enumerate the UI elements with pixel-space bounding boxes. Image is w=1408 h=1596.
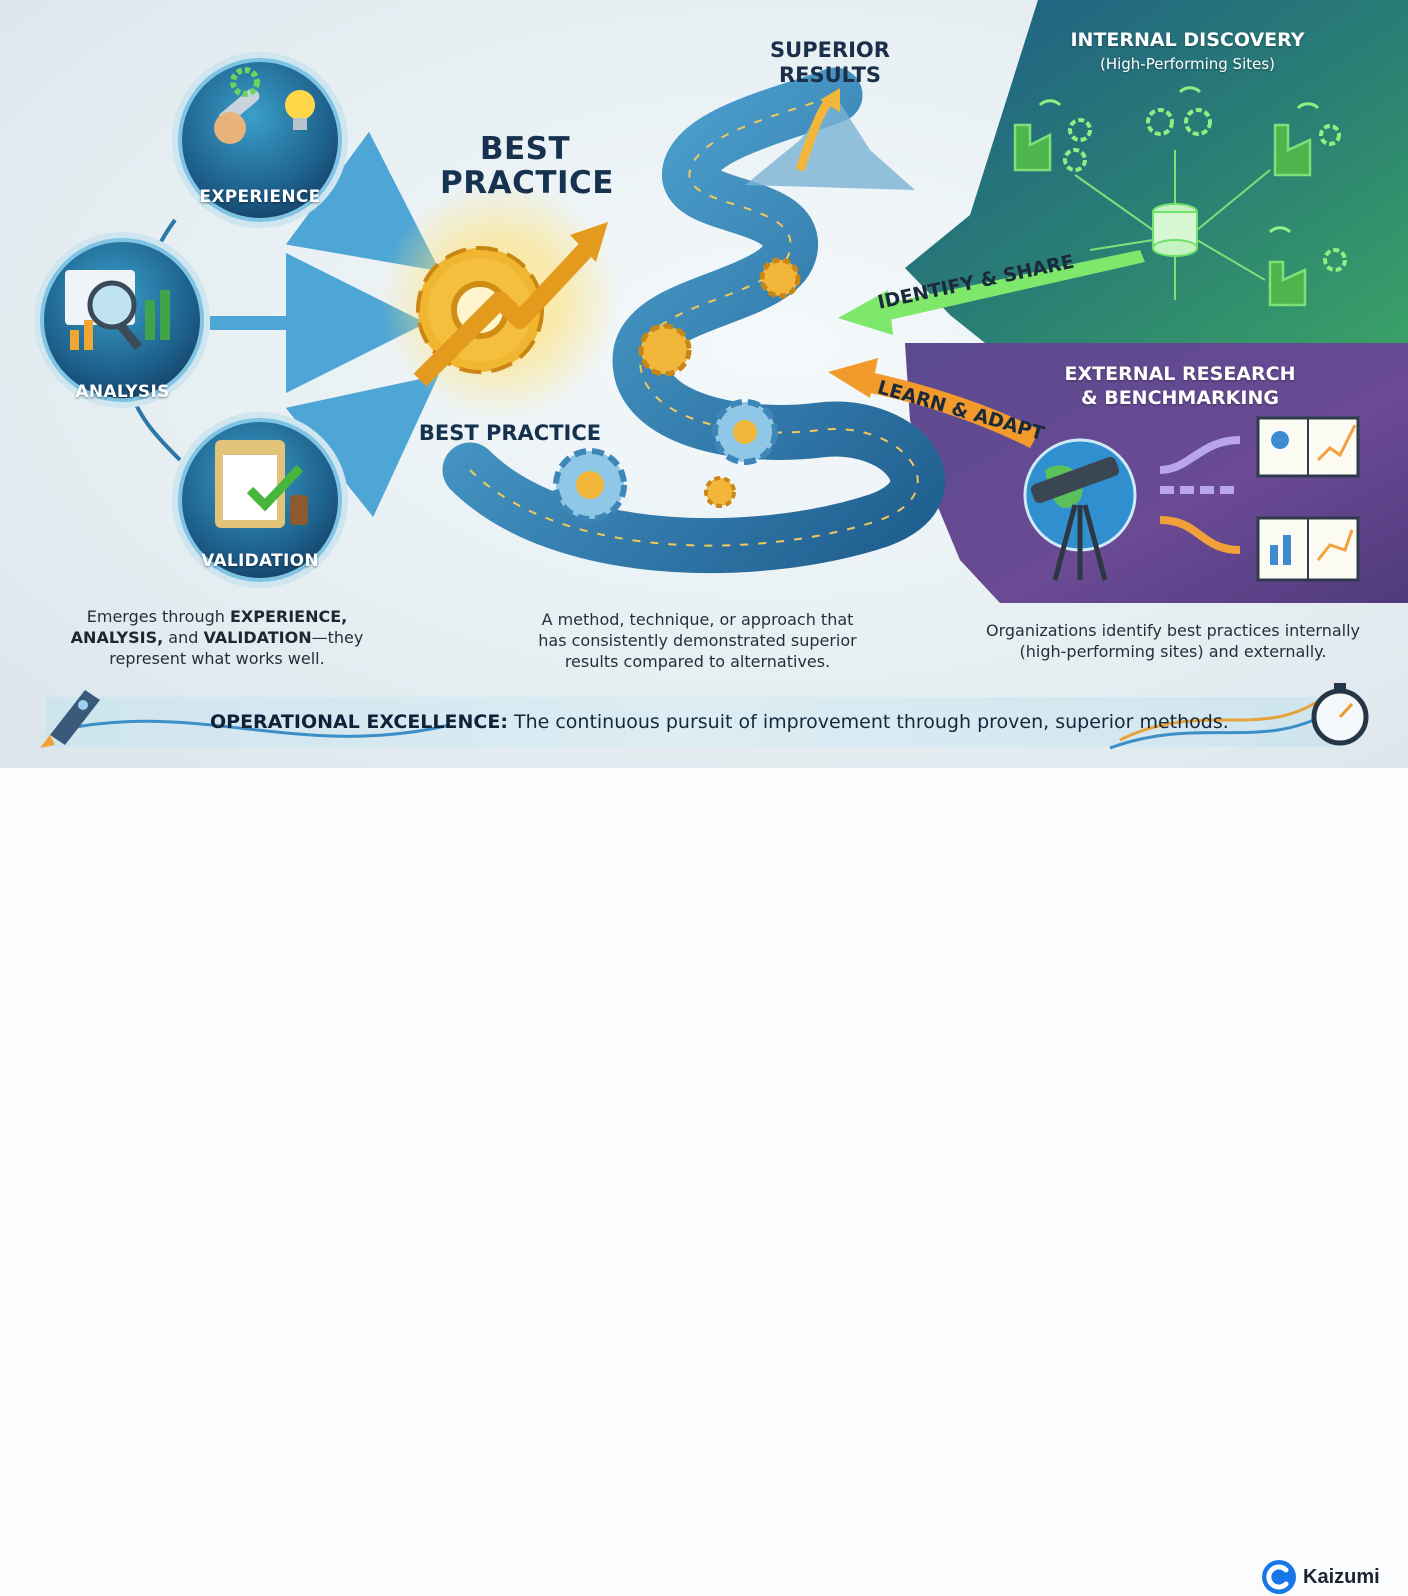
internal-discovery-title: INTERNAL DISCOVERY (High-Performing Site… — [1060, 28, 1315, 76]
footer: Kaizumi — [0, 768, 1408, 1594]
gear-icon — [230, 67, 260, 97]
center-desc-l3: results compared to alternatives. — [564, 652, 831, 671]
checkmark-icon — [246, 464, 304, 512]
center-description: A method, technique, or approach that ha… — [520, 609, 875, 672]
experience-label: EXPERIENCE — [199, 187, 321, 207]
stamp-icon — [290, 495, 308, 525]
left-description: Emerges through EXPERIENCE, ANALYSIS, an… — [62, 606, 372, 669]
telescope-icon — [1030, 456, 1120, 504]
center-layer — [380, 67, 946, 574]
book-icon — [1256, 416, 1360, 478]
mountain-icon — [745, 95, 915, 190]
database-icon — [1152, 203, 1198, 257]
rocket-icon — [40, 690, 100, 748]
right-desc-l2: (high-performing sites) and externally. — [1019, 642, 1327, 661]
external-research-title: EXTERNAL RESEARCH & BENCHMARKING — [1040, 362, 1320, 410]
superior-line1: SUPERIOR — [770, 38, 890, 62]
kaizumi-logo-icon — [1262, 1560, 1296, 1594]
road-gear-5 — [704, 476, 736, 508]
best-practice-caption: BEST PRACTICE — [418, 421, 602, 445]
experience-circle — [172, 52, 348, 228]
road-gear-1 — [553, 448, 627, 522]
panel-icons-layer — [40, 86, 1369, 748]
external-title-line2: & BENCHMARKING — [1081, 387, 1279, 409]
left-desc-l2-bold1: ANALYSIS, — [70, 628, 164, 647]
best-practice-title-line2: PRACTICE — [440, 165, 614, 201]
left-desc-l2-post: —they — [311, 628, 364, 647]
validation-circle — [172, 412, 348, 588]
right-desc-l1: Organizations identify best practices in… — [985, 621, 1361, 640]
road-gear-3 — [638, 323, 692, 377]
center-desc-l2: has consistently demonstrated superior — [538, 631, 857, 650]
road-gear-2 — [712, 399, 778, 465]
internal-subtitle: (High-Performing Sites) — [1099, 55, 1276, 73]
superior-results-label: SUPERIOR RESULTS — [755, 38, 905, 88]
lightbulb-icon — [285, 90, 315, 130]
identify-share-arrow — [878, 250, 1145, 322]
book-icon — [1256, 516, 1360, 582]
learn-adapt-arrow — [865, 372, 1040, 448]
wrench-icon — [214, 88, 260, 144]
factory-icon — [1013, 123, 1312, 307]
road-gear-4 — [759, 257, 801, 299]
banner-text: OPERATIONAL EXCELLENCE: The continuous p… — [210, 711, 1229, 733]
experience-arrow — [285, 131, 441, 272]
superior-line2: RESULTS — [778, 63, 882, 87]
center-desc-l1: A method, technique, or approach that — [541, 610, 854, 629]
infographic-canvas: EXPERIENCE ANALYSIS VALIDATION BEST PRAC… — [0, 0, 1408, 768]
growth-arrow — [413, 238, 597, 387]
left-desc-l2-bold2: VALIDATION — [203, 628, 312, 647]
left-desc-l3: represent what works well. — [109, 649, 325, 668]
left-desc-l2-mid: and — [163, 628, 204, 647]
validation-label: VALIDATION — [201, 551, 319, 571]
internal-discovery-panel — [905, 0, 1408, 343]
analysis-circle — [34, 232, 210, 408]
wifi-icon — [1038, 86, 1320, 234]
best-practice-title: BEST PRACTICE — [440, 131, 614, 201]
right-description: Organizations identify best practices in… — [978, 620, 1368, 662]
best-practice-title-line1: BEST — [479, 131, 571, 167]
brand-logo[interactable]: Kaizumi — [1261, 1558, 1380, 1596]
circles-layer — [34, 52, 348, 588]
analysis-label: ANALYSIS — [75, 382, 170, 402]
brand-name: Kaizumi — [1303, 1565, 1380, 1588]
banner-bold: OPERATIONAL EXCELLENCE: — [210, 711, 508, 733]
internal-title-text: INTERNAL DISCOVERY — [1070, 29, 1305, 51]
left-desc-l1-pre: Emerges through — [86, 607, 230, 626]
left-desc-l1-bold: EXPERIENCE, — [229, 607, 348, 626]
magnifier-icon — [87, 280, 137, 330]
stopwatch-icon — [1311, 683, 1369, 746]
external-title-line1: EXTERNAL RESEARCH — [1064, 363, 1296, 385]
banner-body: The continuous pursuit of improvement th… — [507, 711, 1229, 733]
